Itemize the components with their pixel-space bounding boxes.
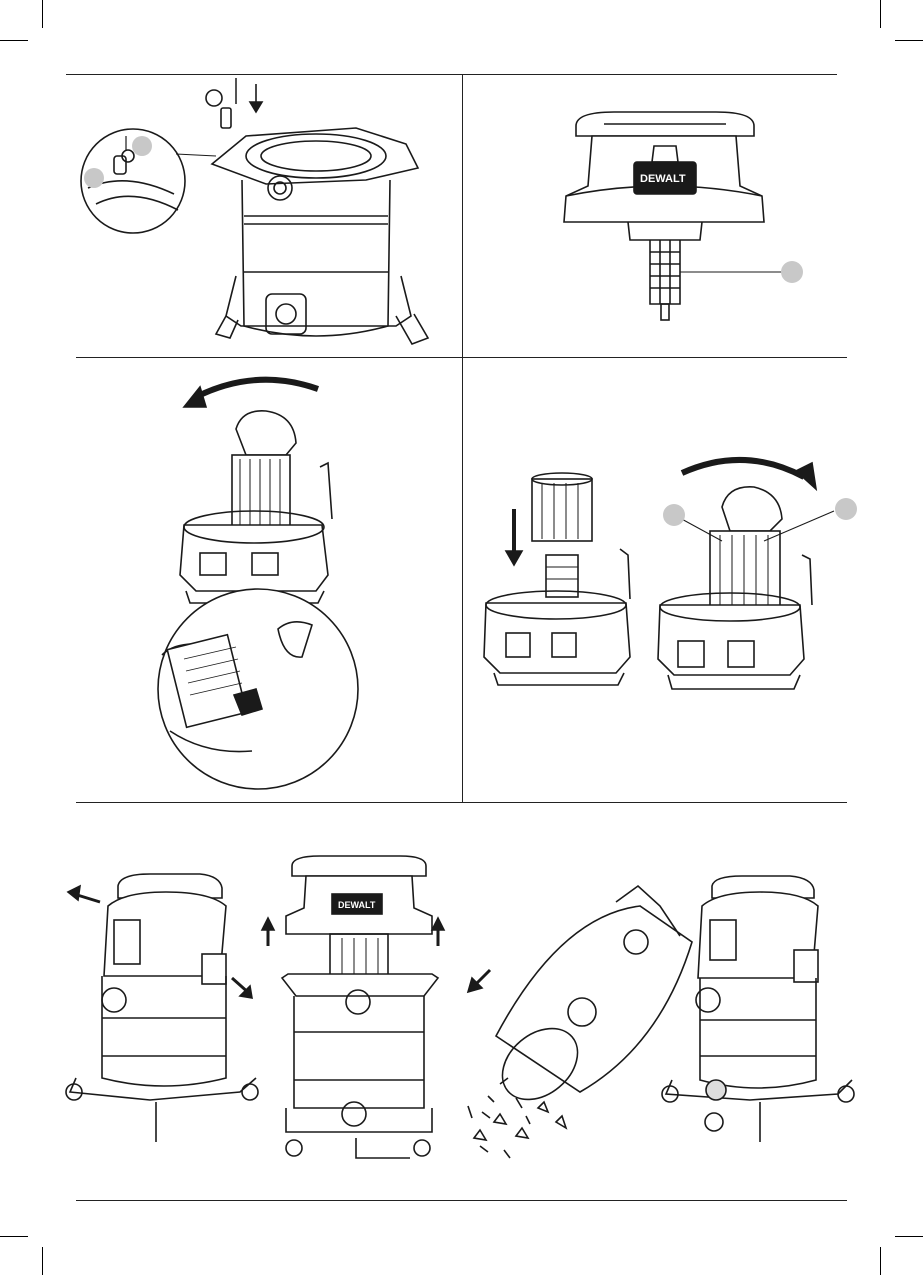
- row2-divider: [76, 802, 847, 803]
- callout-marker: [835, 498, 857, 520]
- crop-mark-tl-h: [0, 40, 28, 41]
- callout-marker: [781, 261, 803, 283]
- figure-filter-remove: [66, 359, 460, 799]
- figure-empty-tank: DEWALT: [60, 846, 860, 1166]
- top-rule: [66, 74, 837, 75]
- column-divider: [462, 74, 463, 802]
- callout-marker: [132, 136, 152, 156]
- crop-mark-bl-h: [0, 1236, 28, 1237]
- callout-marker: [84, 168, 104, 188]
- crop-mark-br-v: [880, 1247, 881, 1275]
- figure-filter-cage: DEWALT: [464, 76, 846, 356]
- bottom-rule: [76, 1200, 847, 1201]
- crop-mark-tl-v: [42, 0, 43, 28]
- crop-mark-tr-v: [880, 0, 881, 28]
- figure-caster-install: [66, 76, 460, 356]
- crop-mark-br-h: [895, 1236, 923, 1237]
- brand-logo: DEWALT: [338, 900, 376, 910]
- crop-mark-tr-h: [895, 40, 923, 41]
- figure-filter-install: [464, 359, 858, 799]
- crop-mark-bl-v: [42, 1247, 43, 1275]
- callout-marker: [663, 504, 685, 526]
